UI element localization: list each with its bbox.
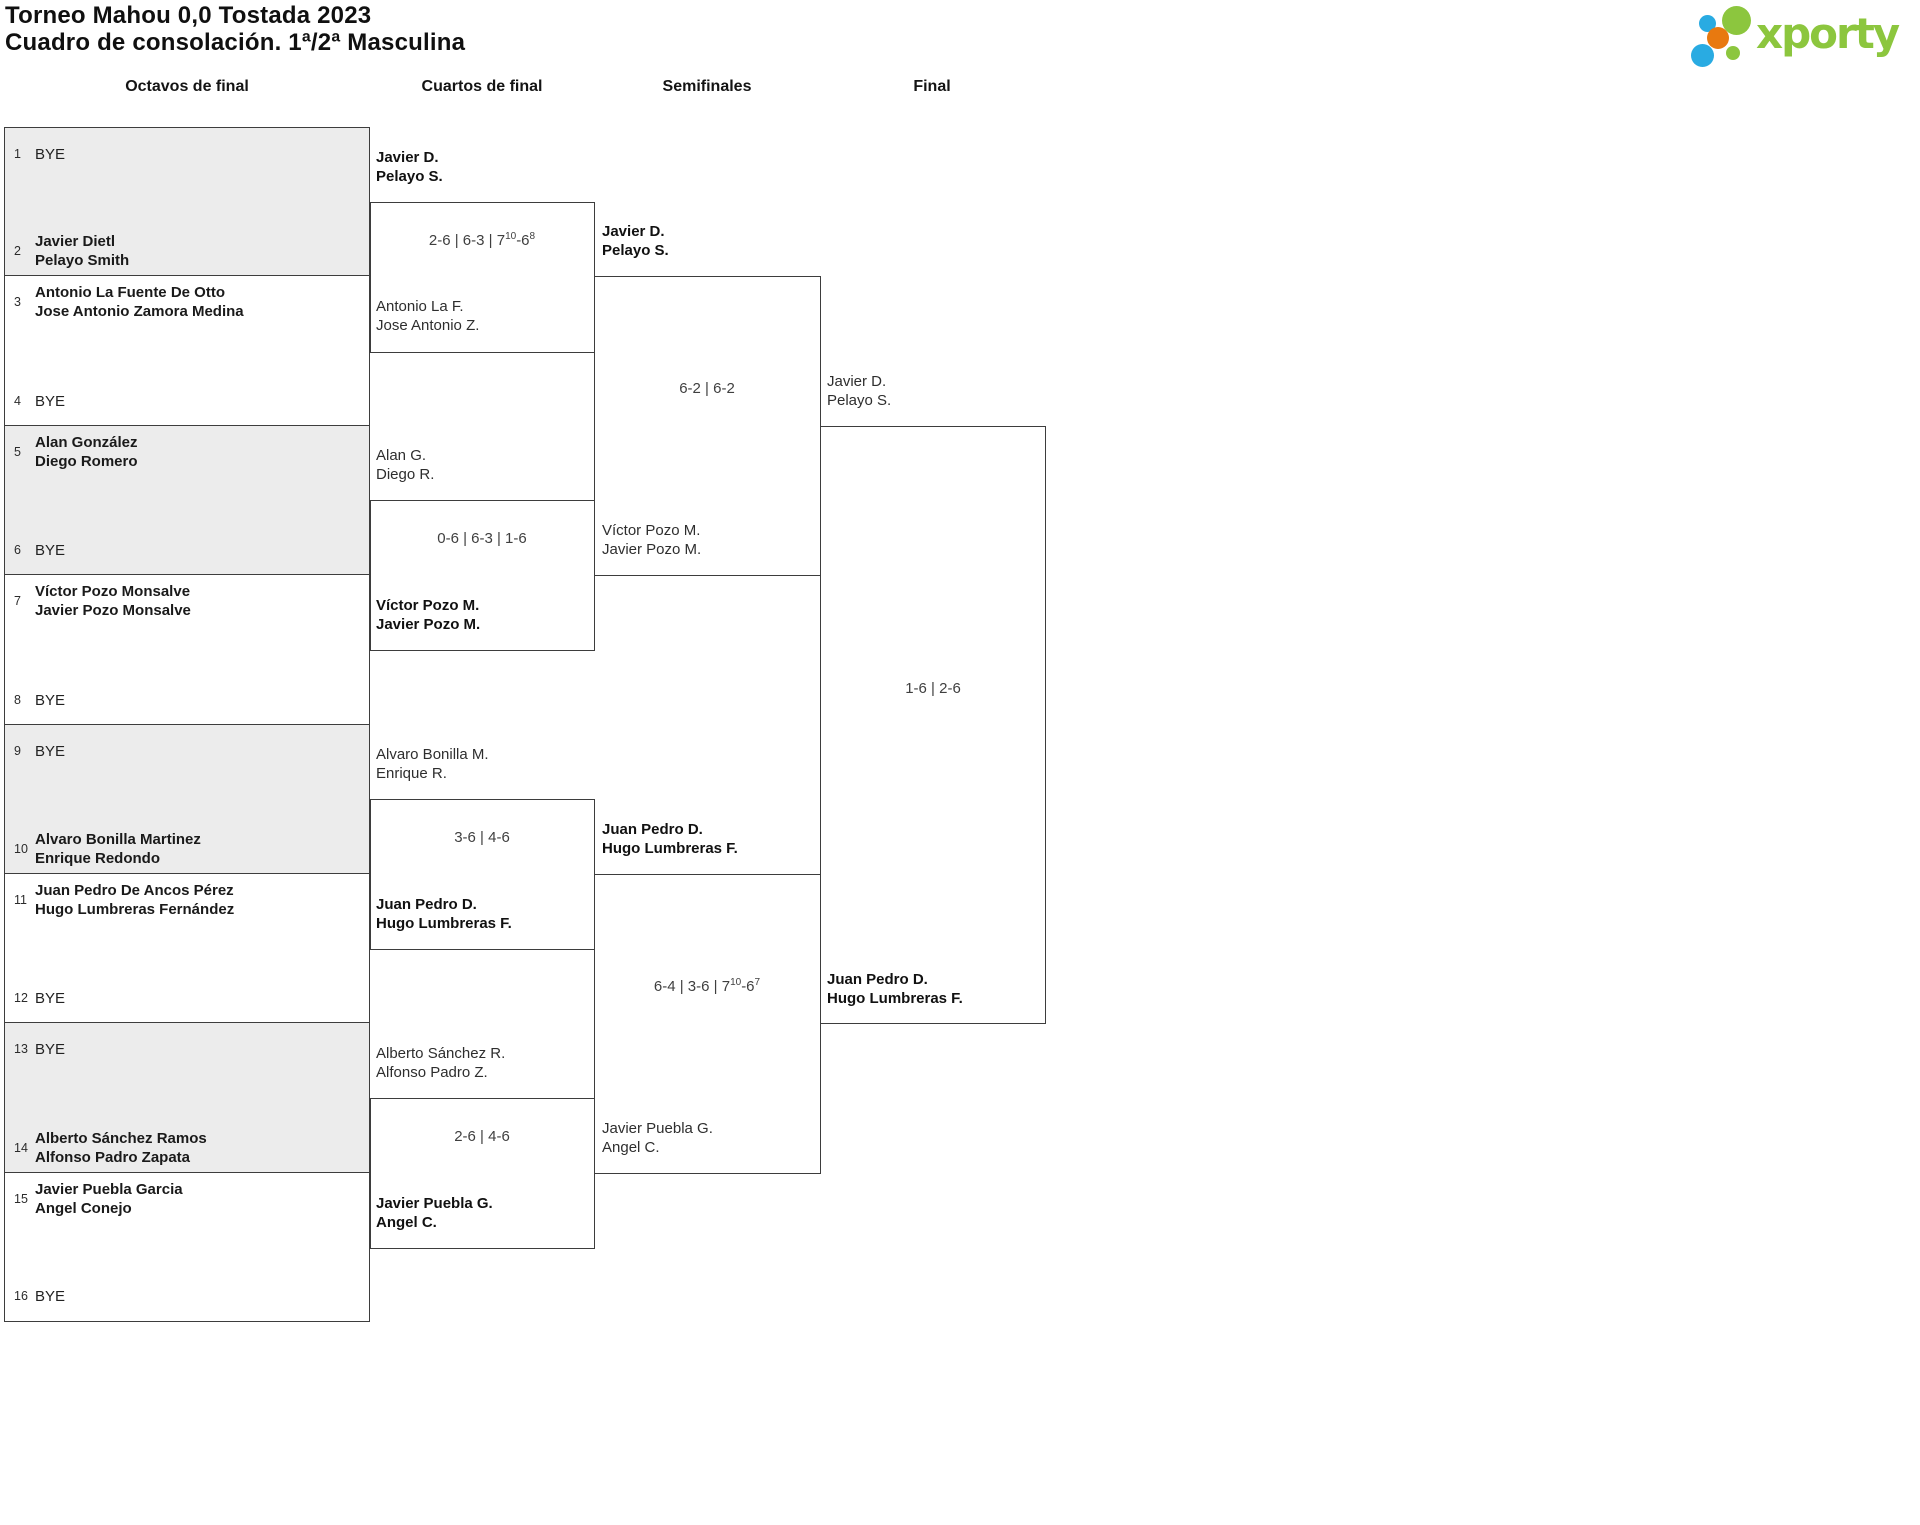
qf2-participant-2: Víctor Pozo M.Javier Pozo M. xyxy=(376,597,481,633)
seed-number: 1 xyxy=(14,147,21,161)
seed-number: 6 xyxy=(14,543,21,557)
qf3-score: 3-6 | 4-6 xyxy=(454,829,510,846)
final-participant-1: Javier D.Pelayo S. xyxy=(827,373,892,409)
final-score: 1-6 | 2-6 xyxy=(905,680,961,697)
seed-number: 16 xyxy=(14,1289,28,1303)
round-header-final: Final xyxy=(913,78,951,95)
bracket-entry-seed-16: 16 BYE xyxy=(14,1274,361,1318)
qf3-participant-1: Alvaro Bonilla M.Enrique R. xyxy=(376,746,489,782)
qf4-participant-2: Javier Puebla G.Angel C. xyxy=(376,1195,493,1231)
sf2-participant-1: Juan Pedro D.Hugo Lumbreras F. xyxy=(602,821,738,857)
logo-dot-blue-medium-icon xyxy=(1691,44,1714,67)
final-participant-2: Juan Pedro D.Hugo Lumbreras F. xyxy=(827,971,963,1007)
seed-number: 2 xyxy=(14,244,21,258)
logo-dot-orange-icon xyxy=(1707,27,1729,49)
seed-number: 7 xyxy=(14,594,21,608)
logo-dot-green-large-icon xyxy=(1722,6,1751,35)
team-names: BYE xyxy=(35,1040,66,1058)
sf2-score: 6-4 | 3-6 | 710-67 xyxy=(653,977,761,996)
qf1-participant-1: Javier D.Pelayo S. xyxy=(376,149,443,185)
bracket-entry-seed-8: 8 BYE xyxy=(14,678,361,722)
team-names: BYE xyxy=(35,742,66,760)
team-names: BYE xyxy=(35,1287,66,1305)
round-header-semifinales: Semifinales xyxy=(662,78,752,95)
sf-match-2-box xyxy=(594,874,821,1174)
seed-number: 5 xyxy=(14,445,21,459)
logo-dot-green-small-icon xyxy=(1726,46,1740,60)
bracket-entry-seed-4: 4 BYE xyxy=(14,379,361,423)
seed-number: 13 xyxy=(14,1042,28,1056)
qf4-score: 2-6 | 4-6 xyxy=(454,1128,510,1145)
team-names: BYE xyxy=(35,145,66,163)
tournament-title: Torneo Mahou 0,0 Tostada 2023 xyxy=(5,2,372,29)
team-names: BYE xyxy=(35,989,66,1007)
round-header-octavos: Octavos de final xyxy=(125,78,249,95)
seed-number: 4 xyxy=(14,394,21,408)
bracket-entry-seed-6: 6 BYE xyxy=(14,528,361,572)
bracket-entry-seed-12: 12 BYE xyxy=(14,976,361,1020)
team-names: BYE xyxy=(35,541,66,559)
bracket-entry-seed-9: 9 BYE xyxy=(14,729,361,773)
seed-number: 9 xyxy=(14,744,21,758)
bracket-entry-seed-1: 1 BYE xyxy=(14,132,361,176)
seed-number: 12 xyxy=(14,991,28,1005)
qf1-participant-2: Antonio La F.Jose Antonio Z. xyxy=(376,298,480,334)
seed-number: 3 xyxy=(14,295,21,309)
round-header-cuartos: Cuartos de final xyxy=(421,78,543,95)
sf1-participant-1: Javier D.Pelayo S. xyxy=(602,223,669,259)
sf2-participant-2: Javier Puebla G.Angel C. xyxy=(602,1120,713,1156)
qf3-participant-2: Juan Pedro D.Hugo Lumbreras F. xyxy=(376,896,512,932)
sf1-participant-2: Víctor Pozo M.Javier Pozo M. xyxy=(602,522,702,558)
xporty-logo[interactable]: xporty xyxy=(1678,0,1918,72)
seed-number: 15 xyxy=(14,1192,28,1206)
qf2-participant-1: Alan G.Diego R. xyxy=(376,447,435,483)
team-names: BYE xyxy=(35,691,66,709)
final-match-box xyxy=(820,426,1046,1024)
sf1-score: 6-2 | 6-2 xyxy=(679,380,735,397)
seed-number: 10 xyxy=(14,842,28,856)
seed-number: 14 xyxy=(14,1141,28,1155)
seed-number: 8 xyxy=(14,693,21,707)
seed-number: 11 xyxy=(14,893,27,907)
logo-wordmark: xporty xyxy=(1756,9,1900,58)
qf4-participant-1: Alberto Sánchez R.Alfonso Padro Z. xyxy=(376,1045,506,1081)
page-header: Torneo Mahou 0,0 Tostada 2023 Cuadro de … xyxy=(5,2,465,56)
qf2-score: 0-6 | 6-3 | 1-6 xyxy=(437,530,527,547)
bracket-subtitle: Cuadro de consolación. 1ª/2ª Masculina xyxy=(5,29,466,56)
qf1-score: 2-6 | 6-3 | 710-68 xyxy=(428,231,536,250)
bracket-entry-seed-13: 13 BYE xyxy=(14,1027,361,1071)
team-names: BYE xyxy=(35,392,66,410)
